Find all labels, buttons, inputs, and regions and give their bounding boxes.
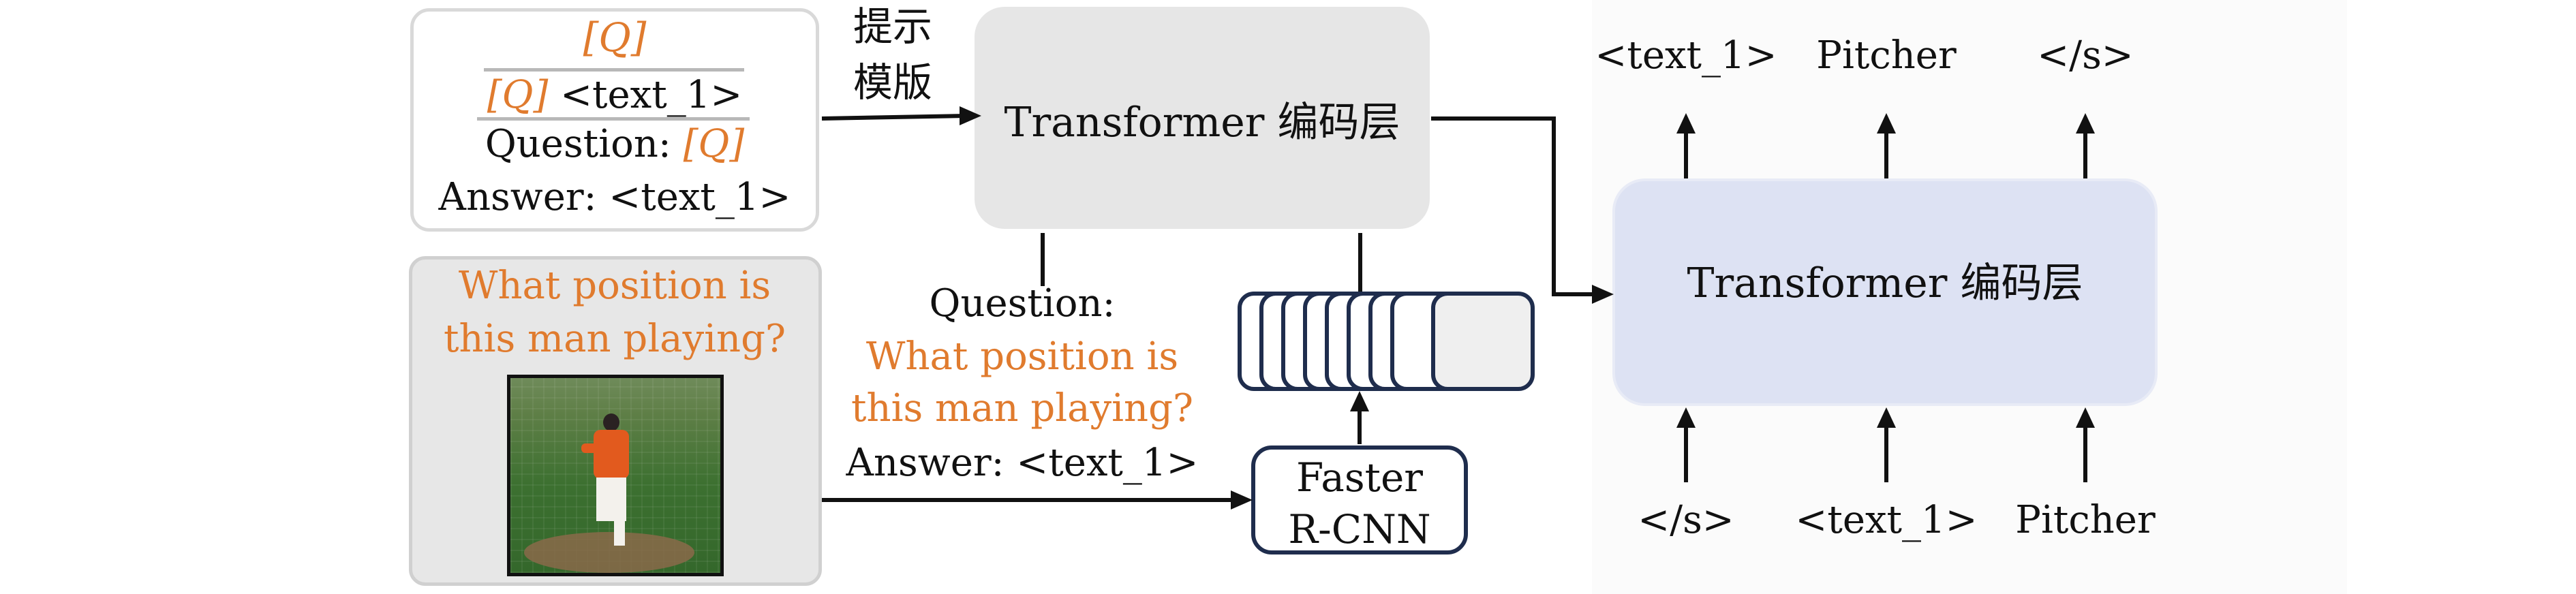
arrowhead-image-to-rcnn	[1231, 490, 1253, 510]
mid-answer-label: Answer: <text_1>	[846, 441, 1199, 485]
arrowhead-decoder-input-2	[1877, 407, 1896, 428]
output-token-3: </s>	[2037, 33, 2134, 78]
arrowhead-decoder-output-1	[1676, 113, 1696, 134]
arrow-template-to-encoder	[821, 114, 967, 121]
prompt-label-line-1: 提示	[853, 3, 933, 50]
rcnn-line-2: R-CNN	[1288, 506, 1431, 552]
arrowhead-decoder-output-3	[2076, 113, 2095, 134]
arrowhead-rcnn-to-features	[1350, 391, 1369, 411]
player-arm	[581, 443, 599, 453]
arrowhead-decoder-output-2	[1877, 113, 1896, 134]
arrowhead-template-to-encoder	[960, 106, 981, 125]
player-head	[603, 413, 619, 431]
template-line-3-q: [Q]	[683, 122, 745, 166]
encoder-label: Transformer 编码层	[1004, 99, 1400, 146]
template-separator-1	[484, 68, 744, 72]
mid-question-line-1: What position is	[865, 334, 1179, 379]
feature-box-9	[1431, 292, 1535, 391]
template-line-2-q: [Q]	[487, 73, 549, 117]
pitcher-mound	[524, 532, 694, 573]
input-token-2: <text_1>	[1795, 498, 1978, 542]
arrowhead-encoder-to-decoder	[1592, 285, 1614, 304]
prompt-label-line-2: 模版	[853, 59, 933, 106]
arrow-encoder-to-decoder	[1431, 116, 1595, 296]
rcnn-line-1: Faster	[1295, 454, 1424, 501]
arrowhead-decoder-input-3	[2076, 407, 2095, 428]
template-separator-2	[477, 117, 750, 121]
arrowhead-decoder-input-1	[1676, 407, 1696, 428]
output-token-1: <text_1>	[1595, 33, 1777, 78]
rcnn-box	[1251, 446, 1468, 554]
image-question-line-1: What position is	[458, 264, 771, 308]
mid-question-label: Question:	[929, 281, 1116, 326]
baseball-photo	[507, 375, 724, 576]
template-line-2-tail: <text_1>	[560, 73, 743, 117]
mid-question-line-2: this man playing?	[850, 386, 1194, 431]
output-token-2: Pitcher	[1816, 33, 1957, 78]
decoder-label: Transformer 编码层	[1687, 260, 2083, 307]
decoder-box	[1612, 178, 2158, 406]
template-line-3: Question: [Q]	[485, 125, 744, 163]
template-line-1: [Q]	[583, 14, 647, 61]
image-question-line-2: this man playing?	[443, 317, 786, 361]
player-leg	[614, 513, 625, 546]
input-token-3: Pitcher	[2015, 498, 2156, 542]
player-jersey	[594, 430, 629, 479]
template-line-3-head: Question:	[485, 122, 671, 166]
template-line-2: [Q] <text_1>	[487, 76, 743, 114]
input-token-1: </s>	[1638, 498, 1734, 542]
template-line-4: Answer: <text_1>	[438, 175, 791, 219]
encoder-box	[975, 7, 1430, 229]
